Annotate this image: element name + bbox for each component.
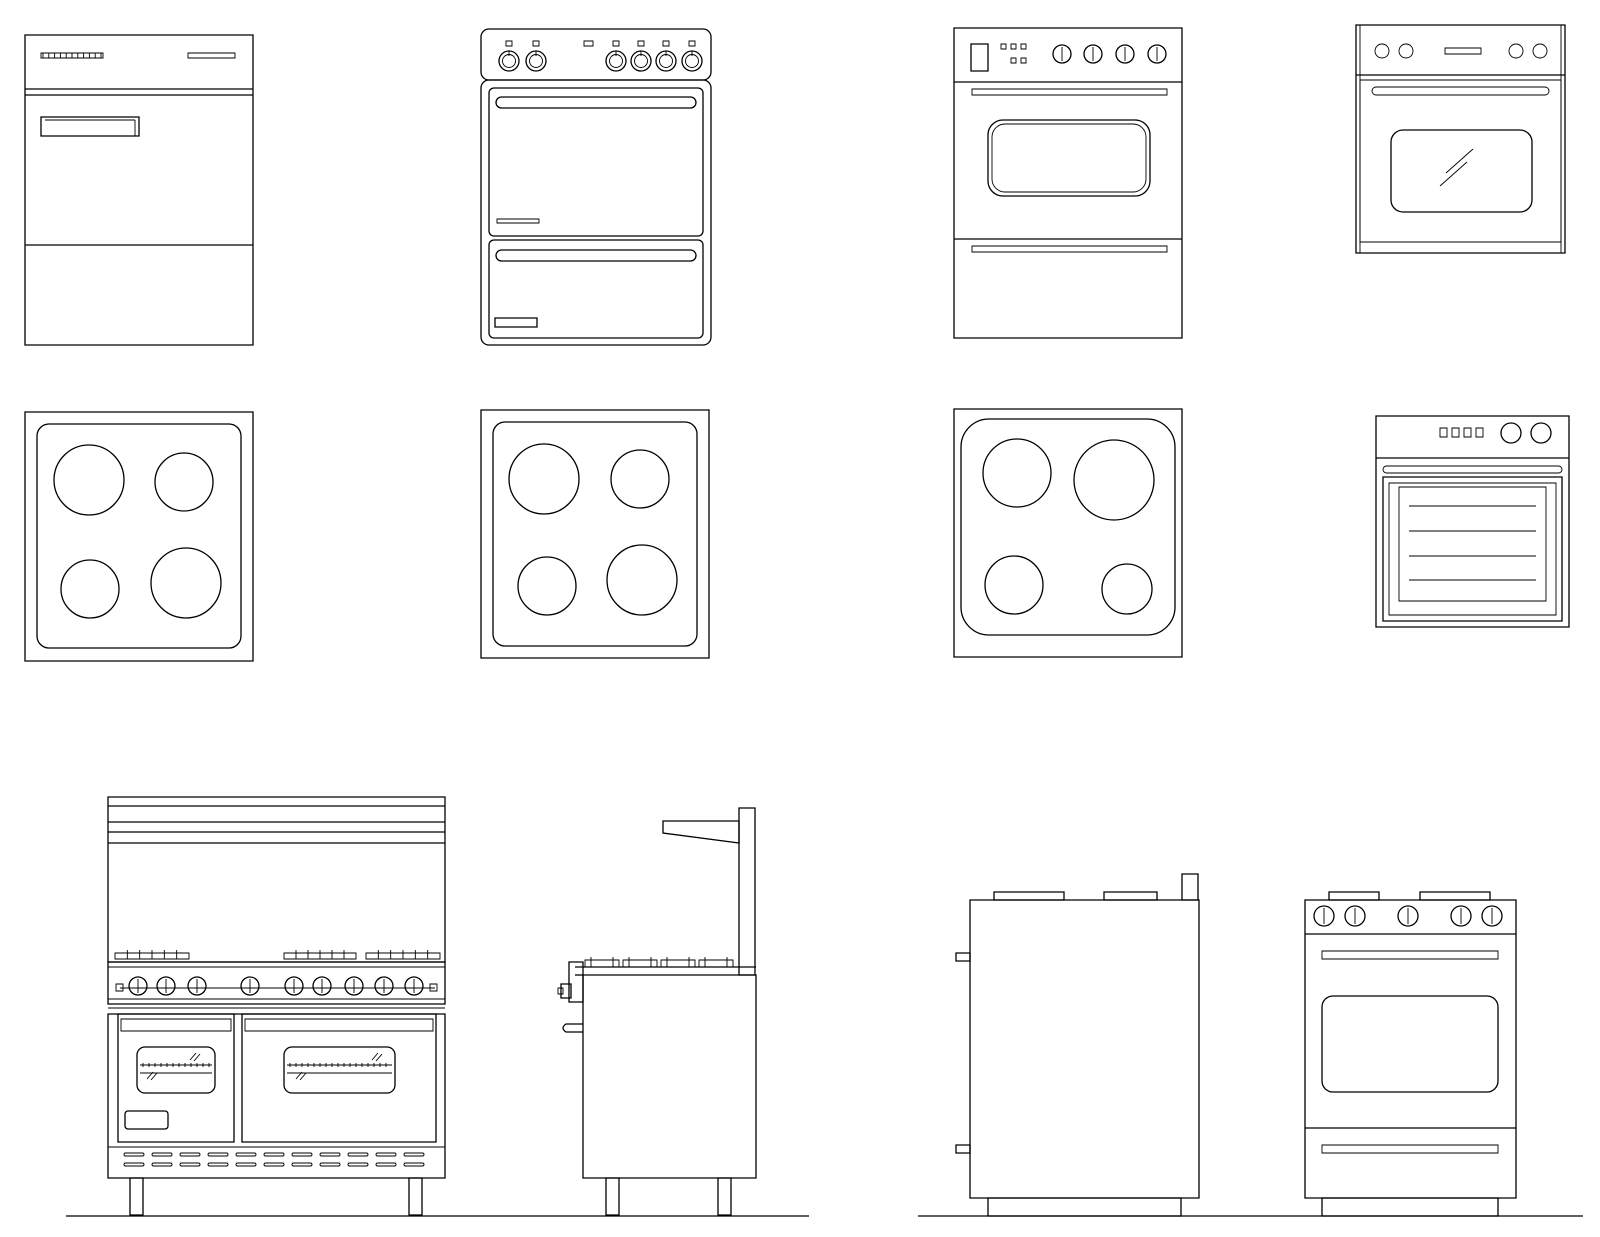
wall-oven-front bbox=[1356, 25, 1565, 253]
commercial-range-front bbox=[108, 797, 445, 1215]
commercial-range-side bbox=[558, 808, 756, 1215]
dishwasher-front bbox=[25, 35, 253, 345]
electric-range-front bbox=[954, 28, 1182, 338]
range-side bbox=[956, 874, 1199, 1216]
compact-wall-oven-front bbox=[1376, 416, 1569, 627]
cooktop-plan-a bbox=[25, 412, 253, 661]
cooktop-plan-c bbox=[954, 409, 1182, 657]
range-front bbox=[1305, 892, 1516, 1216]
cooktop-plan-b bbox=[481, 410, 709, 658]
double-oven-range-front bbox=[481, 29, 711, 345]
